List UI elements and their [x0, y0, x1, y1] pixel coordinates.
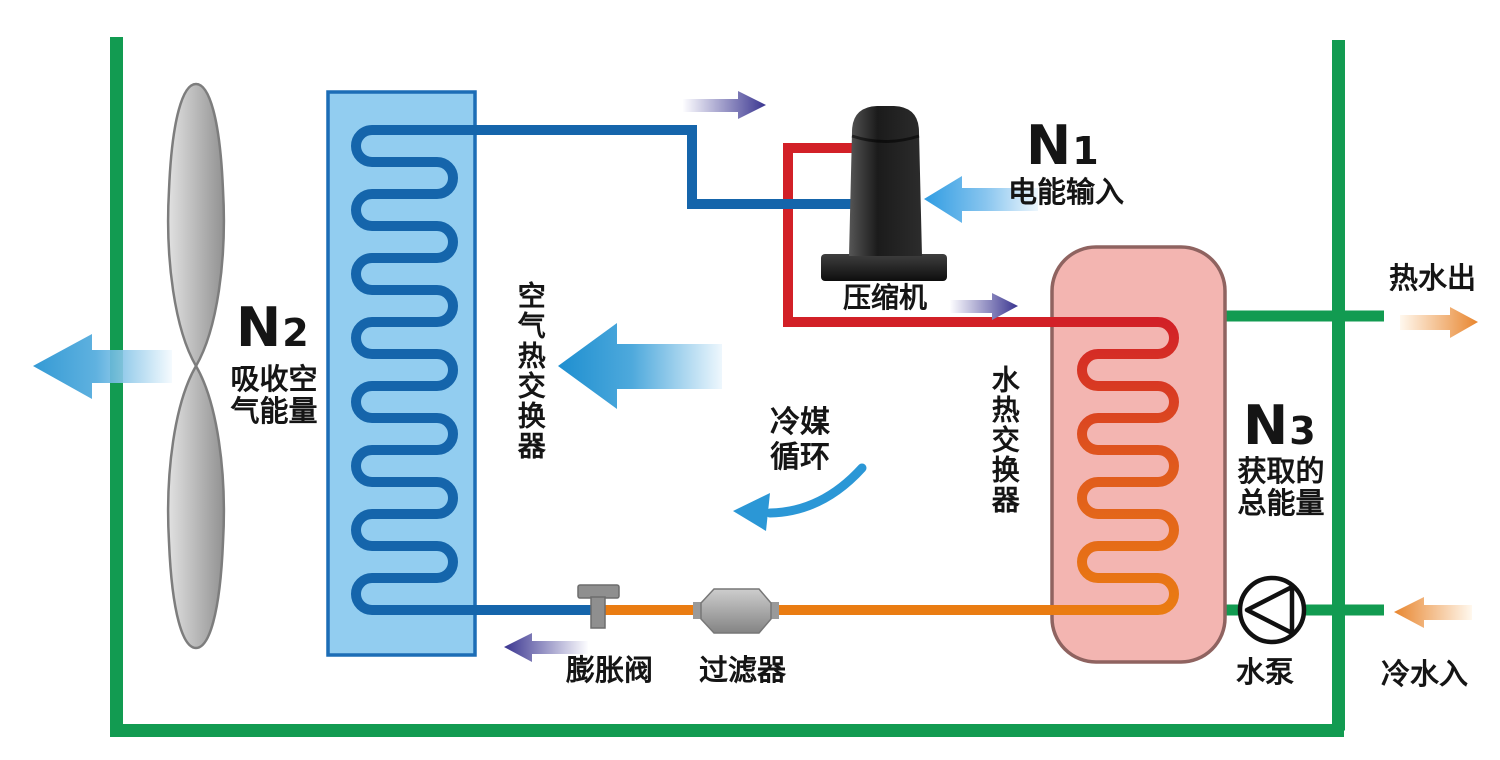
fan-blade-bottom	[166, 363, 226, 650]
hot-water-out-arrow-icon	[1400, 307, 1478, 338]
n3-desc-line1: 获取的	[1237, 454, 1325, 488]
water-pump-label: 水泵	[1236, 655, 1295, 689]
flow-arrow-valve-icon	[504, 633, 588, 662]
air-out-arrow-icon	[33, 334, 172, 399]
hot-gas-pipe	[783, 143, 1060, 327]
n3-label: N3	[1243, 396, 1317, 455]
n2-desc-line1: 吸收空	[230, 362, 318, 396]
water-pump-triangle	[1244, 584, 1295, 636]
condenser-coil	[1050, 317, 1179, 615]
refrigerant-cycle-arrowhead-icon	[733, 493, 770, 531]
expansion-valve-stem	[590, 596, 606, 629]
cold-water-in-label: 冷水入	[1381, 657, 1469, 691]
fan-blade-top	[166, 82, 226, 369]
refrigerant-line2: 循环	[770, 440, 830, 475]
flow-arrow-compressor-icon	[950, 293, 1018, 320]
n3-desc-line2: 总能量	[1237, 486, 1325, 520]
water-heat-exchanger-label: 水热交换器	[987, 365, 1021, 515]
n2-symbol: N	[236, 296, 283, 359]
compressor-base	[821, 254, 947, 281]
flow-arrow-top-icon	[683, 91, 766, 119]
air-heat-exchanger-label: 空气热交换器	[513, 281, 547, 461]
refrigerant-cycle-swoosh	[765, 463, 867, 518]
hot-water-out-label: 热水出	[1389, 261, 1477, 295]
n3-symbol: N	[1243, 394, 1290, 457]
evaporator-coil-circuit	[351, 125, 852, 615]
refrigerant-cycle-label: 冷媒 循环	[752, 405, 848, 475]
n2-label: N2	[236, 298, 310, 357]
n2-subscript: 2	[282, 311, 310, 355]
compressor-icon	[849, 106, 922, 256]
cold-water-in-arrow-icon	[1394, 597, 1472, 628]
n1-symbol: N	[1026, 114, 1073, 177]
expansion-valve-label: 膨胀阀	[566, 653, 654, 687]
electric-input-arrow-icon	[924, 176, 1038, 223]
air-in-arrow-icon	[558, 323, 722, 409]
n1-label: N1	[1026, 116, 1100, 175]
expansion-valve-icon	[577, 584, 620, 599]
n2-description: 吸收空 气能量	[218, 363, 330, 427]
refrigerant-line1: 冷媒	[770, 405, 830, 440]
compressor-cap-line	[851, 134, 920, 143]
filter-label: 过滤器	[699, 653, 787, 687]
compressor-label: 压缩机	[843, 281, 928, 314]
n2-desc-line2: 气能量	[230, 394, 318, 428]
n3-subscript: 3	[1289, 409, 1317, 453]
n1-description: 电能输入	[1008, 175, 1125, 209]
n1-subscript: 1	[1072, 129, 1100, 173]
filter-icon	[700, 588, 772, 634]
n3-description: 获取的 总能量	[1228, 455, 1334, 519]
